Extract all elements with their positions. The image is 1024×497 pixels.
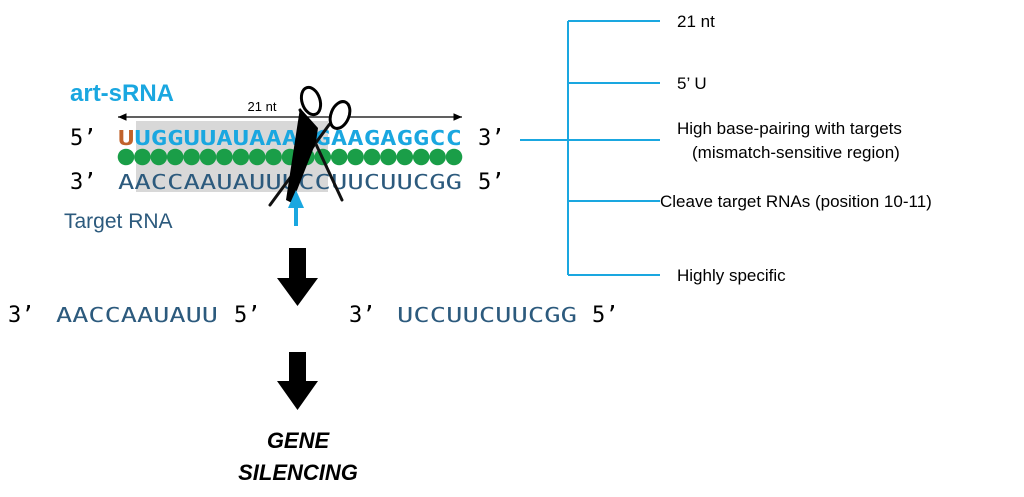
feature-21nt: 21 nt — [677, 12, 715, 31]
fragment-right-3prime-label: 3’ — [349, 303, 376, 328]
base-pair-dot — [166, 148, 184, 166]
down-arrow-icon — [277, 248, 318, 306]
fragment-left-5prime-label: 5’ — [234, 303, 261, 328]
art-srna-title: art-sRNA — [70, 80, 174, 107]
base-pair-dot — [429, 148, 446, 166]
base-pairing-dots — [117, 148, 463, 166]
base-pair-dot — [363, 148, 381, 166]
feature-highly-specific: Highly specific — [677, 266, 786, 285]
target-rna-label: Target RNA — [64, 210, 173, 233]
base-pair-dot — [396, 148, 414, 166]
feature-high-base-pairing: High base-pairing with targets — [677, 119, 902, 138]
base-pair-dot — [380, 148, 397, 166]
base-pair-dot — [134, 148, 151, 166]
length-label: 21 nt — [248, 99, 277, 114]
outcome-line-1: GENE — [267, 428, 331, 453]
guide-3prime-label: 3’ — [478, 126, 505, 151]
base-pair-dot — [248, 148, 266, 166]
cleavage-site-arrow-icon — [288, 190, 304, 226]
base-pair-dot — [412, 148, 430, 166]
base-pair-dot — [117, 148, 135, 166]
feature-bracket — [520, 20, 660, 276]
base-pair-dot — [216, 148, 233, 166]
base-pair-dot — [150, 148, 168, 166]
base-pair-dot — [232, 148, 250, 166]
base-pair-dot — [265, 148, 282, 166]
guide-5prime-label: 5’ — [70, 126, 97, 151]
feature-5prime-u: 5’ U — [677, 74, 707, 93]
target-3prime-label: 3’ — [70, 170, 97, 195]
fragment-right-sequence: UCCUUCUUCGG — [397, 303, 577, 327]
base-pair-dot — [183, 148, 200, 166]
target-5prime-label: 5’ — [478, 170, 505, 195]
base-pair-dot — [199, 148, 217, 166]
fragment-left-3prime-label: 3’ — [8, 303, 35, 328]
outcome-line-2: SILENCING — [238, 460, 358, 485]
fragment-right-5prime-label: 5’ — [592, 303, 619, 328]
base-pair-dot — [330, 148, 348, 166]
base-pair-dot — [347, 148, 364, 166]
feature-cleave-targets: Cleave target RNAs (position 10-11) — [660, 192, 932, 211]
scissors-icon — [268, 85, 352, 207]
down-arrow-icon-second — [277, 352, 318, 410]
fragment-left-sequence: AACCAAUAUU — [56, 303, 218, 327]
feature-mismatch-sensitive: (mismatch-sensitive region) — [692, 143, 900, 162]
base-pair-dot — [445, 148, 463, 166]
guide-first-base: U — [118, 126, 134, 150]
